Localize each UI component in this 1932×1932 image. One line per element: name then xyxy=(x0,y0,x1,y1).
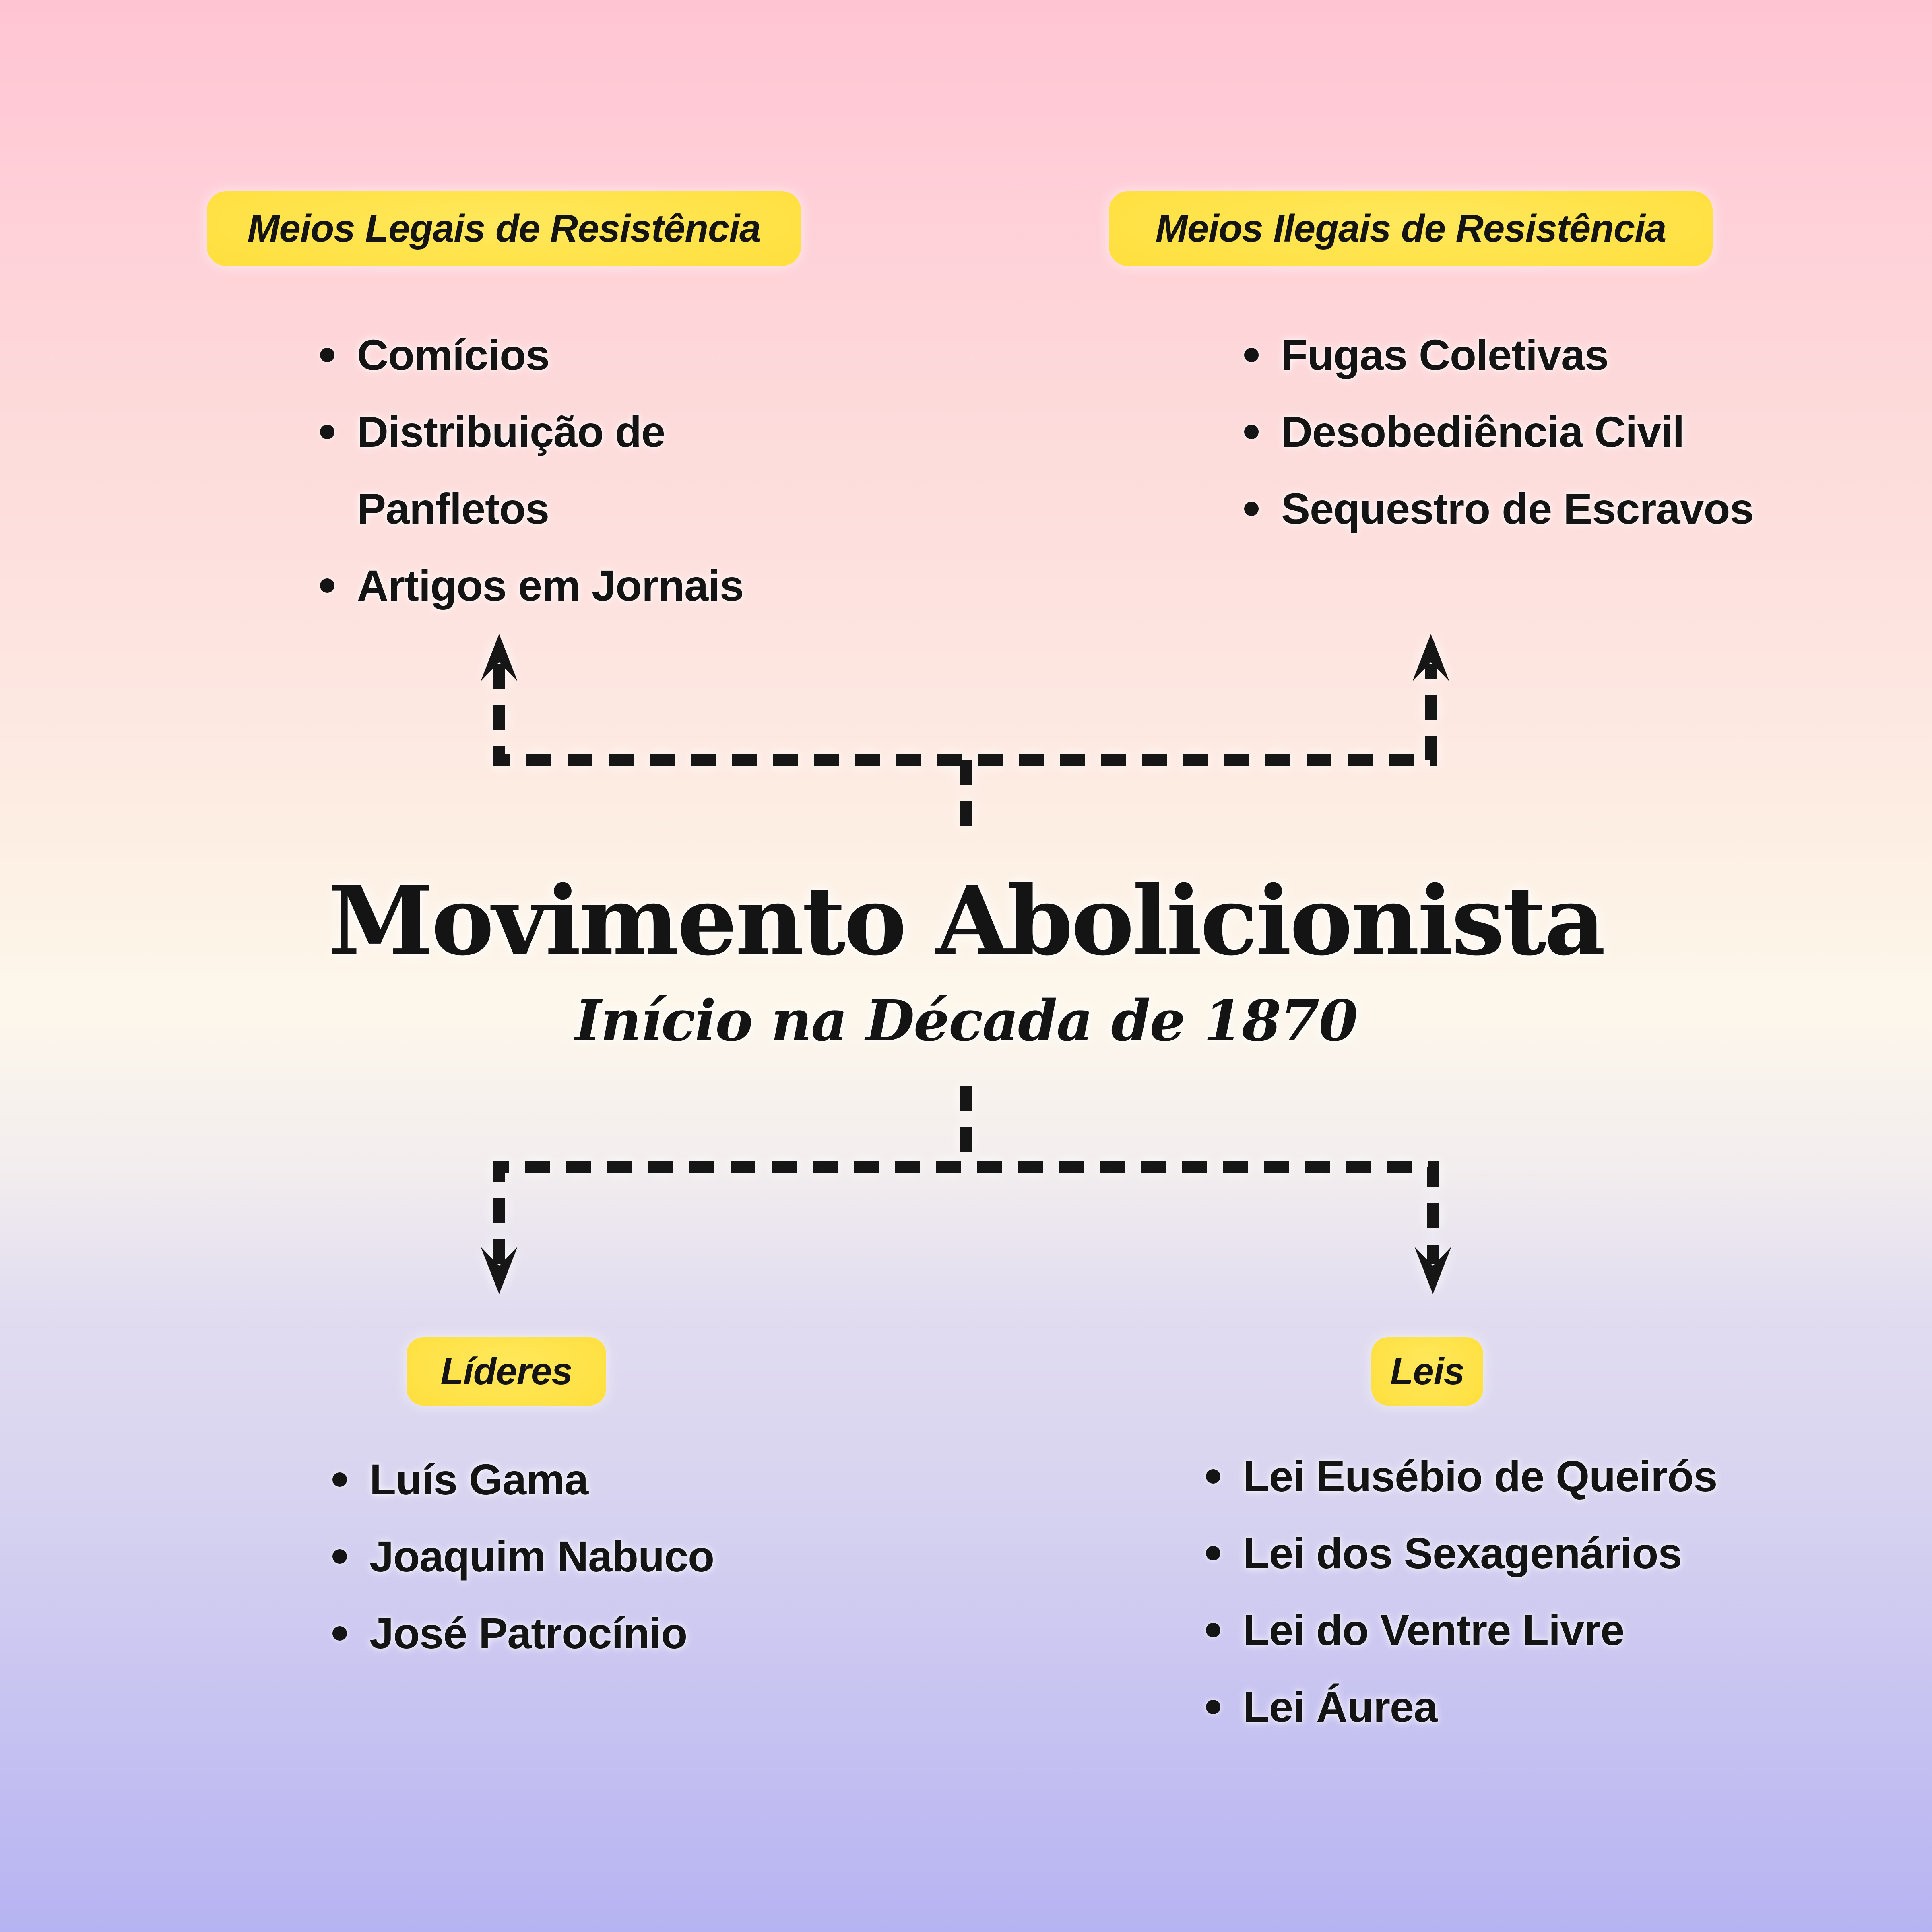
list-item: José Patrocínio xyxy=(323,1595,846,1672)
list-item: Luís Gama xyxy=(323,1441,846,1518)
list-item: Artigos em Jornais xyxy=(310,547,822,624)
arrow-up-left-icon xyxy=(481,634,518,681)
list-meios-ilegais: Fugas Coletivas Desobediência Civil Sequ… xyxy=(1234,316,1830,547)
list-item: Desobediência Civil xyxy=(1234,393,1830,470)
list-meios-legais: Comícios Distribuição de Panfletos Artig… xyxy=(310,316,822,624)
label-leis-text: Leis xyxy=(1390,1350,1465,1392)
arrow-down-right-icon xyxy=(1414,1247,1451,1294)
list-item: Fugas Coletivas xyxy=(1234,316,1830,393)
main-subtitle: Início na Década de 1870 xyxy=(575,988,1358,1054)
list-item: Lei Áurea xyxy=(1196,1668,1824,1745)
list-item: Joaquim Nabuco xyxy=(323,1518,846,1595)
list-item: Lei do Ventre Livre xyxy=(1196,1591,1824,1668)
label-leis: Leis xyxy=(1371,1337,1483,1406)
list-item: Distribuição de Panfletos xyxy=(310,393,822,547)
arrow-up-right-icon xyxy=(1412,634,1449,681)
label-lideres-text: Líderes xyxy=(440,1350,572,1392)
connector-top-bracket xyxy=(493,664,1437,766)
main-title: Movimento Abolicionista xyxy=(328,865,1606,976)
list-item: Sequestro de Escravos xyxy=(1234,470,1830,547)
label-meios-ilegais-text: Meios Ilegais de Resistência xyxy=(1155,207,1667,250)
list-lideres: Luís Gama Joaquim Nabuco José Patrocínio xyxy=(323,1441,846,1672)
label-meios-ilegais: Meios Ilegais de Resistência xyxy=(1109,191,1713,266)
connector-bottom-bracket xyxy=(493,1161,1439,1264)
arrow-down-left-icon xyxy=(481,1247,518,1294)
list-leis: Lei Eusébio de Queirós Lei dos Sexagenár… xyxy=(1196,1438,1824,1745)
label-meios-legais: Meios Legais de Resistência xyxy=(207,191,801,266)
list-item: Comícios xyxy=(310,316,822,393)
list-item: Lei dos Sexagenários xyxy=(1196,1515,1824,1591)
label-meios-legais-text: Meios Legais de Resistência xyxy=(247,207,761,250)
label-lideres: Líderes xyxy=(407,1337,606,1406)
list-item: Lei Eusébio de Queirós xyxy=(1196,1438,1824,1515)
